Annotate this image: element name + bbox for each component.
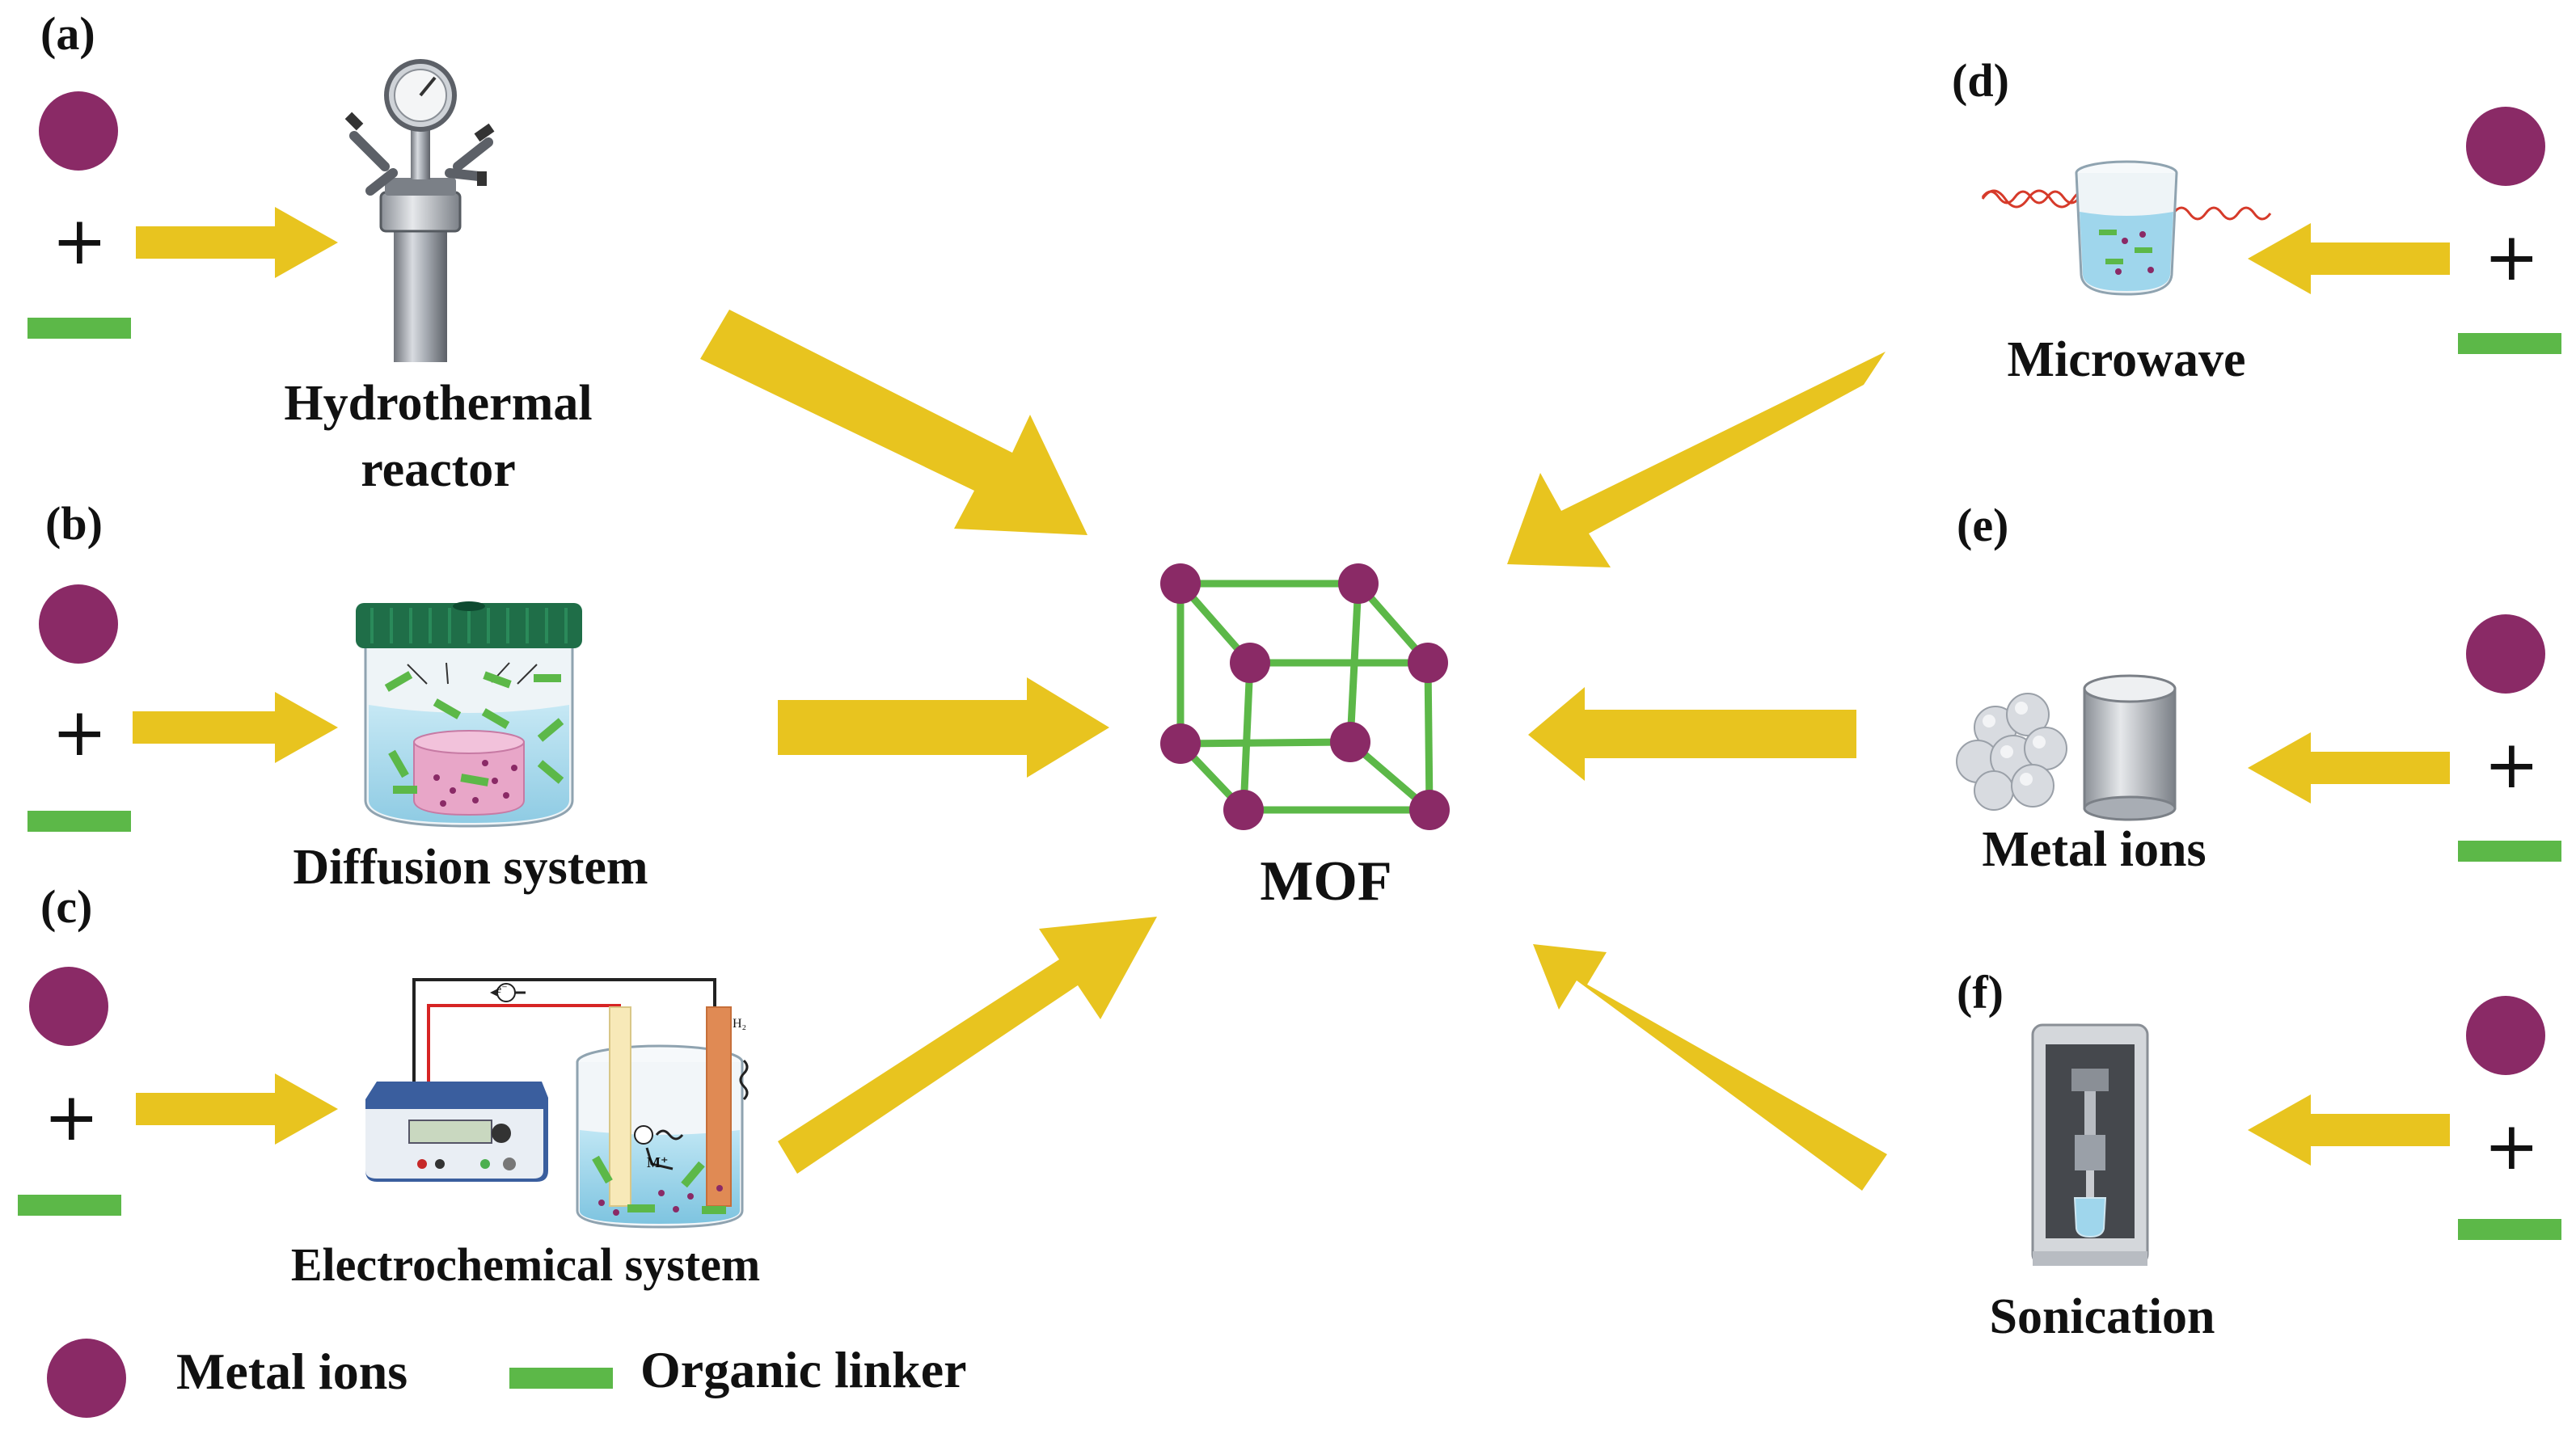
plus-sign-f: +: [2484, 1108, 2540, 1185]
gas-mark: H₂: [733, 1017, 747, 1031]
metal-pellets-icon: [1956, 674, 2177, 821]
metal-ion-c: [29, 967, 108, 1046]
organic-linker-b: [27, 811, 131, 832]
small-arrow-icon: [2248, 1094, 2450, 1166]
panel-label-f: (f): [1957, 966, 2004, 1018]
mof-label: MOF: [1260, 850, 1392, 913]
plus-sign-e: +: [2484, 727, 2540, 803]
small-arrow-icon: [2248, 732, 2450, 803]
caption-metal-ions: Metal ions: [1982, 822, 2206, 877]
plus-sign-c: +: [44, 1079, 99, 1156]
arrow-a-to-mof: [700, 310, 1087, 535]
panel-label-a: (a): [40, 7, 95, 60]
metal-ion-a: [39, 91, 118, 171]
organic-linker-f: [2458, 1219, 2561, 1240]
small-arrow-icon: [136, 207, 338, 278]
arrow-e-to-mof: [1528, 687, 1856, 781]
small-arrow-icon: [2248, 223, 2450, 294]
small-arrow-icon: [133, 692, 338, 763]
legend-organic-linker-label: Organic linker: [640, 1341, 967, 1398]
metal-ion-f: [2466, 996, 2545, 1075]
metal-ion-d: [2466, 107, 2545, 186]
arrow-f-to-mof: [1533, 944, 1887, 1191]
caption-hydrothermal: Hydrothermal reactor: [260, 370, 616, 503]
big-arrow-icon: [1528, 687, 1856, 781]
hydrothermal-reactor-icon: [344, 59, 495, 362]
big-arrow-icon: [1533, 944, 1887, 1191]
organic-linker-a: [27, 318, 131, 339]
caption-diffusion: Diffusion system: [293, 840, 648, 895]
caption-sonication: Sonication: [1989, 1289, 2215, 1344]
plus-sign-b: +: [52, 694, 108, 771]
big-arrow-icon: [700, 310, 1087, 535]
caption-hydrothermal-line1: Hydrothermal: [284, 376, 593, 431]
electron-mark: e⁻: [496, 984, 508, 996]
organic-linker-c: [18, 1195, 121, 1216]
sonicator-icon: [2031, 1023, 2149, 1266]
panel-label-d: (d): [1952, 54, 2009, 107]
legend-metal-ions-label: Metal ions: [176, 1343, 408, 1400]
metal-cation-mark: M⁺: [647, 1154, 669, 1170]
legend-metal-ion-swatch: [47, 1339, 126, 1418]
organic-linker-d: [2458, 333, 2561, 354]
arrow-d-to-mof: [1507, 352, 1886, 567]
caption-hydrothermal-line2: reactor: [361, 442, 516, 497]
legend-organic-linker-swatch: [509, 1368, 613, 1389]
small-arrow-icon: [136, 1073, 338, 1145]
microwave-beaker-icon: [1981, 160, 2272, 296]
plus-sign-d: +: [2484, 219, 2540, 296]
big-arrow-icon: [778, 677, 1109, 778]
diffusion-jar-icon: [356, 601, 582, 828]
caption-microwave: Microwave: [2007, 332, 2246, 387]
panel-label-b: (b): [45, 497, 103, 550]
metal-ion-e: [2466, 614, 2545, 694]
big-arrow-icon: [1507, 352, 1886, 567]
plus-sign-a: +: [52, 203, 108, 280]
metal-ion-b: [39, 584, 118, 664]
electrochemical-cell-icon: [365, 978, 749, 1229]
mof-cube-icon: [1160, 563, 1450, 830]
arrow-c-to-mof: [778, 917, 1157, 1174]
caption-electrochemical: Electrochemical system: [290, 1238, 761, 1291]
organic-linker-e: [2458, 841, 2561, 862]
panel-label-e: (e): [1957, 499, 2009, 551]
big-arrow-icon: [778, 917, 1157, 1174]
panel-label-c: (c): [40, 880, 93, 933]
arrow-b-to-mof: [778, 677, 1109, 778]
